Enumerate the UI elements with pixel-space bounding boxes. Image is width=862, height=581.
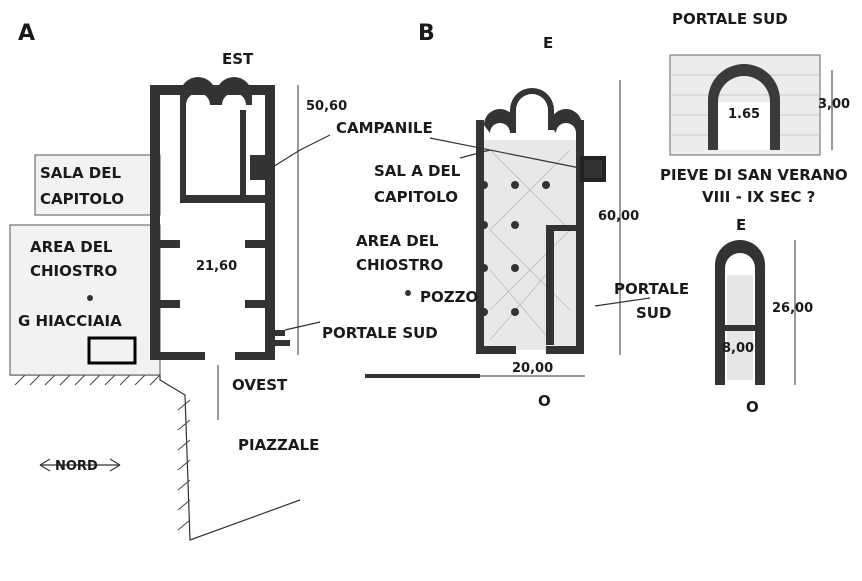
plan-a-portale-sud: PORTALE SUD — [322, 324, 438, 342]
ghiacciaia-box — [87, 336, 137, 365]
plan-b-pozzo: POZZO — [420, 288, 478, 306]
plan-a-sala-1: SALA DEL — [40, 164, 121, 182]
plan-b-interior — [480, 140, 580, 350]
plan-a-campanile: CAMPANILE — [336, 119, 433, 137]
plan-a-area-2: CHIOSTRO — [30, 262, 117, 280]
portale-leader-b — [594, 297, 651, 307]
plan-b-sala-2: CAPITOLO — [374, 188, 458, 206]
plan-b-pillars — [405, 181, 550, 316]
plan-b-e: E — [543, 34, 553, 52]
portale-arch — [708, 64, 780, 150]
portale-opening — [718, 102, 770, 150]
plan-a-sala-2: CAPITOLO — [40, 190, 124, 208]
portale-title: PORTALE SUD — [672, 10, 788, 28]
plan-b-area-2: CHIOSTRO — [356, 256, 443, 274]
campanile-leader — [259, 134, 331, 176]
church-walls-a — [150, 77, 290, 360]
pieve-length: 26,00 — [772, 301, 813, 316]
portale-detail: PORTALE SUD 1.65 3,00 — [669, 10, 850, 156]
plan-b-width: 20,00 — [512, 361, 553, 376]
pieve-line2: VIII - IX SEC ? — [702, 188, 815, 206]
plan-b-letter: B — [418, 21, 435, 46]
plan-a-width: 21,60 — [196, 259, 237, 274]
cloister-dot-a — [87, 295, 93, 301]
plan-b: B E SAL A DEL CAPITOLO 60,00 AREA DEL CH… — [356, 21, 689, 410]
pieve-walls — [715, 240, 765, 385]
plan-a-nord: NORD — [55, 459, 98, 474]
sala-leader-b — [459, 149, 491, 159]
plan-b-area-1: AREA DEL — [356, 232, 439, 250]
terrain-ticks — [14, 374, 191, 531]
church-walls-b — [476, 88, 606, 354]
plan-a-letter: A — [18, 21, 35, 46]
pieve-width: 8,00 — [722, 341, 754, 356]
plan-b-portale-1: PORTALE — [614, 280, 689, 298]
pieve-line1: PIEVE DI SAN VERANO — [660, 166, 848, 184]
pieve-plan: PIEVE DI SAN VERANO VIII - IX SEC ? E 26… — [660, 166, 848, 416]
pieve-o: O — [746, 398, 759, 416]
pieve-e: E — [736, 216, 746, 234]
plan-b-o: O — [538, 392, 551, 410]
plan-a-area-1: AREA DEL — [30, 238, 113, 256]
plan-b-sala-1: SAL A DEL — [374, 162, 461, 180]
plan-b-length: 60,00 — [598, 209, 639, 224]
plan-a-length: 50,60 — [306, 99, 347, 114]
portale-width: 1.65 — [728, 107, 760, 122]
plan-a: A EST 50,60 SALA DEL CAPITOLO AREA DEL C… — [9, 21, 438, 541]
terrain-hatch — [10, 374, 301, 541]
chapter-hall — [34, 154, 161, 216]
plan-a-ghiacciaia: G HIACCIAIA — [18, 312, 122, 330]
plan-a-piazzale: PIAZZALE — [238, 436, 319, 454]
campanile-leader-b — [429, 137, 581, 169]
plan-a-est: EST — [222, 50, 254, 68]
portale-height: 3,00 — [818, 97, 850, 112]
nord-arrow — [39, 458, 121, 472]
portale-leader-a — [284, 321, 321, 331]
plan-a-ovest: OVEST — [232, 376, 288, 394]
plan-b-portale-2: SUD — [636, 304, 671, 322]
